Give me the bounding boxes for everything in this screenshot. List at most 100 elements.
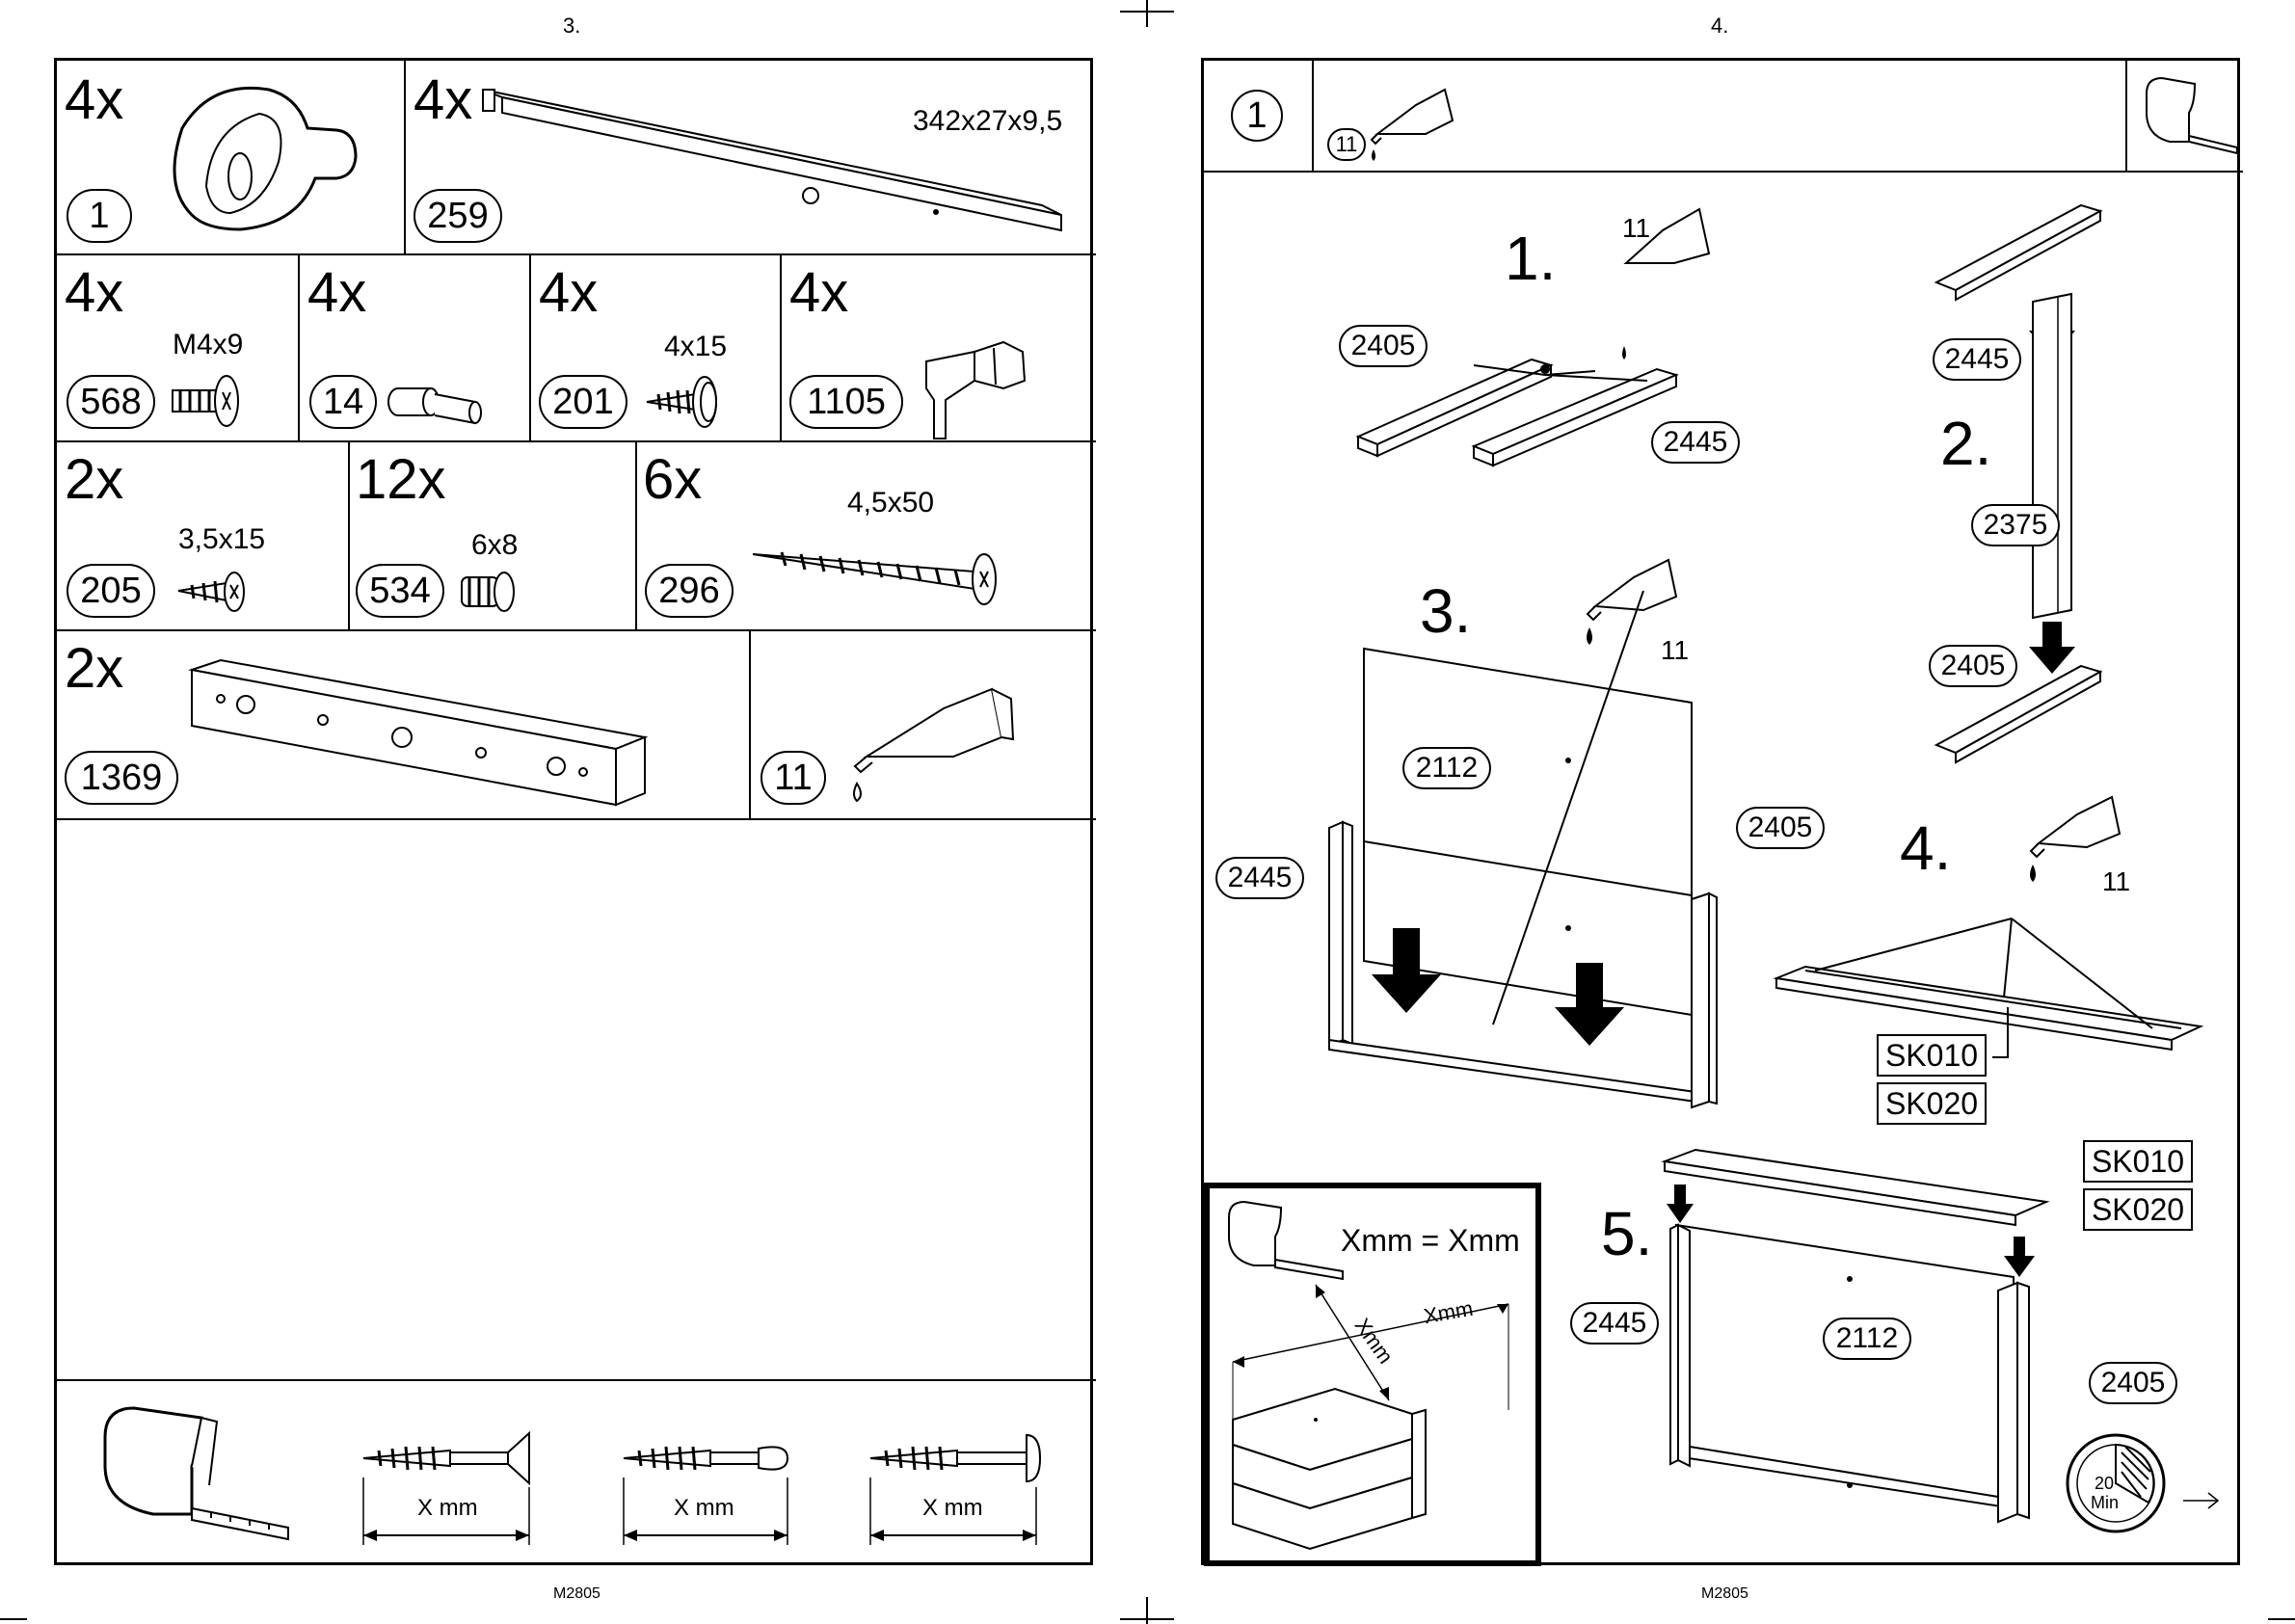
step-4-label-sk010: SK010 bbox=[1877, 1034, 1987, 1077]
header-tool-cell bbox=[2125, 61, 2243, 171]
measure-label: X mm bbox=[417, 1495, 478, 1522]
step-3-label-2405: 2405 bbox=[1736, 807, 1825, 849]
timer-unit: Min bbox=[2091, 1493, 2119, 1513]
part-cell-205: 2x 205 3,5x15 bbox=[57, 442, 350, 631]
part-id-label: 201 bbox=[539, 375, 627, 429]
long-screw-icon bbox=[753, 531, 1023, 608]
step-5-number: 5. bbox=[1601, 1198, 1652, 1269]
part-qty: 6x bbox=[643, 452, 702, 508]
part-cell-1: 4x 1 bbox=[57, 61, 406, 255]
drawer-box-illustration bbox=[1219, 1265, 1537, 1555]
part-qty: 2x bbox=[65, 452, 123, 508]
right-page-number: 4. bbox=[1711, 13, 1728, 39]
left-page-frame: 4x 1 4x 259 342x27x9,5 4x 568 M4x9 bbox=[54, 58, 1093, 1565]
glue-tube-icon bbox=[1368, 86, 1474, 163]
part-cell-568: 4x 568 M4x9 bbox=[57, 255, 300, 442]
step-5-label-sk020: SK020 bbox=[2083, 1188, 2193, 1231]
step-3-number: 3. bbox=[1420, 575, 1471, 647]
part-qty: 4x bbox=[539, 265, 598, 321]
part-id-label: 534 bbox=[356, 564, 444, 618]
part-id-label: 1369 bbox=[65, 751, 178, 805]
timer-value: 20 bbox=[2095, 1474, 2114, 1494]
right-footer-code: M2805 bbox=[1701, 1585, 1748, 1603]
measure-label: X mm bbox=[922, 1495, 983, 1522]
part-id-label: 11 bbox=[761, 751, 826, 805]
part-cell-296: 6x 296 4,5x50 bbox=[637, 442, 1096, 631]
part-cell-1105: 4x 1105 bbox=[782, 255, 1096, 442]
step-2-label-2405: 2405 bbox=[1929, 645, 2017, 687]
cam-screw-icon bbox=[462, 570, 529, 618]
connector-fitting-icon bbox=[153, 70, 404, 244]
step-2-label-2445: 2445 bbox=[1933, 338, 2021, 381]
part-qty: 2x bbox=[65, 641, 123, 697]
connector-bar-icon bbox=[192, 660, 645, 814]
tape-measure-icon bbox=[2141, 78, 2247, 155]
diagonal-check-inset: Xmm = Xmm Xmm Xmm bbox=[1204, 1183, 1541, 1566]
part-qty: 12x bbox=[356, 452, 446, 508]
part-dim: 3,5x15 bbox=[178, 523, 265, 556]
header-glue-id: 11 bbox=[1327, 128, 1366, 161]
step-1-label-2445: 2445 bbox=[1651, 421, 1740, 464]
next-page-arrow-icon bbox=[2183, 1491, 2222, 1510]
left-footer-code: M2805 bbox=[553, 1585, 600, 1603]
washer-head-screw-measure-icon bbox=[870, 1429, 1054, 1555]
step-5-label-2405: 2405 bbox=[2089, 1362, 2177, 1404]
step-4-number: 4. bbox=[1900, 812, 1951, 884]
part-cell-14: 4x 14 bbox=[300, 255, 531, 442]
part-cell-534: 12x 534 6x8 bbox=[350, 442, 637, 631]
part-cell-201: 4x 201 4x15 bbox=[531, 255, 782, 442]
step-5-label-2112: 2112 bbox=[1823, 1318, 1911, 1360]
step-4-glue-tube-icon bbox=[2019, 795, 2125, 892]
part-qty: 4x bbox=[65, 72, 123, 128]
people-count: 1 bbox=[1231, 90, 1283, 142]
shelf-support-icon bbox=[917, 342, 1042, 448]
part-qty: 4x bbox=[307, 265, 366, 321]
timer-clock-icon bbox=[2062, 1429, 2187, 1555]
step-5-label-2445: 2445 bbox=[1570, 1302, 1659, 1344]
step-4-leader-line bbox=[2004, 1003, 2100, 1061]
part-id-label: 296 bbox=[645, 564, 734, 618]
small-screw-icon bbox=[178, 572, 265, 620]
right-page-frame: 1 11 1. 11 2405 2445 bbox=[1201, 58, 2240, 1565]
step-3-label-2445: 2445 bbox=[1215, 857, 1304, 899]
left-page-number: 3. bbox=[563, 13, 580, 39]
step-3-glue-tube-icon bbox=[1576, 558, 1682, 654]
step-3-frame-illustration bbox=[1329, 649, 1773, 1092]
part-dim: 6x8 bbox=[471, 529, 518, 562]
step-1-label-2405: 2405 bbox=[1339, 325, 1428, 367]
step-1-glue-tube-icon bbox=[1615, 211, 1721, 298]
step-3-label-2112: 2112 bbox=[1402, 747, 1491, 789]
part-id-label: 1 bbox=[67, 189, 132, 243]
step-2-label-2375: 2375 bbox=[1971, 504, 2060, 546]
dowel-pin-icon bbox=[388, 381, 494, 439]
step-1-number: 1. bbox=[1505, 223, 1556, 294]
roundhead-screw-measure-icon bbox=[624, 1429, 797, 1555]
measure-label: X mm bbox=[674, 1495, 734, 1522]
part-cell-1369: 2x 1369 bbox=[57, 631, 751, 820]
machine-screw-icon bbox=[173, 373, 250, 431]
part-qty: 4x bbox=[65, 265, 123, 321]
part-id-label: 14 bbox=[309, 375, 377, 429]
header-row: 1 11 bbox=[1204, 61, 2243, 173]
part-id-label: 1105 bbox=[789, 375, 903, 429]
step-2-assembly-illustration bbox=[1936, 205, 2148, 784]
part-id-label: 568 bbox=[67, 375, 155, 429]
header-people-cell: 1 bbox=[1204, 61, 1314, 171]
part-dim: 4,5x50 bbox=[847, 487, 934, 519]
part-dim: 4x15 bbox=[664, 331, 727, 363]
part-dim: M4x9 bbox=[173, 329, 243, 361]
part-qty: 4x bbox=[789, 265, 848, 321]
rail-icon bbox=[483, 61, 1081, 253]
step-2-number: 2. bbox=[1940, 408, 1991, 479]
wood-screw-icon bbox=[647, 375, 743, 433]
part-cell-glue: 11 bbox=[751, 631, 1096, 820]
tape-measure-icon bbox=[95, 1408, 307, 1553]
check-equation: Xmm = Xmm bbox=[1341, 1223, 1520, 1259]
step-4-label-sk020: SK020 bbox=[1877, 1082, 1987, 1125]
step-4-top-panel-illustration bbox=[1776, 928, 2201, 1121]
part-cell-259: 4x 259 342x27x9,5 bbox=[406, 61, 1096, 255]
countersunk-screw-measure-icon bbox=[363, 1429, 547, 1555]
tools-strip: X mm X mm X mm bbox=[57, 1379, 1096, 1568]
part-id-label: 205 bbox=[67, 564, 155, 618]
step-5-label-sk010: SK010 bbox=[2083, 1140, 2193, 1183]
